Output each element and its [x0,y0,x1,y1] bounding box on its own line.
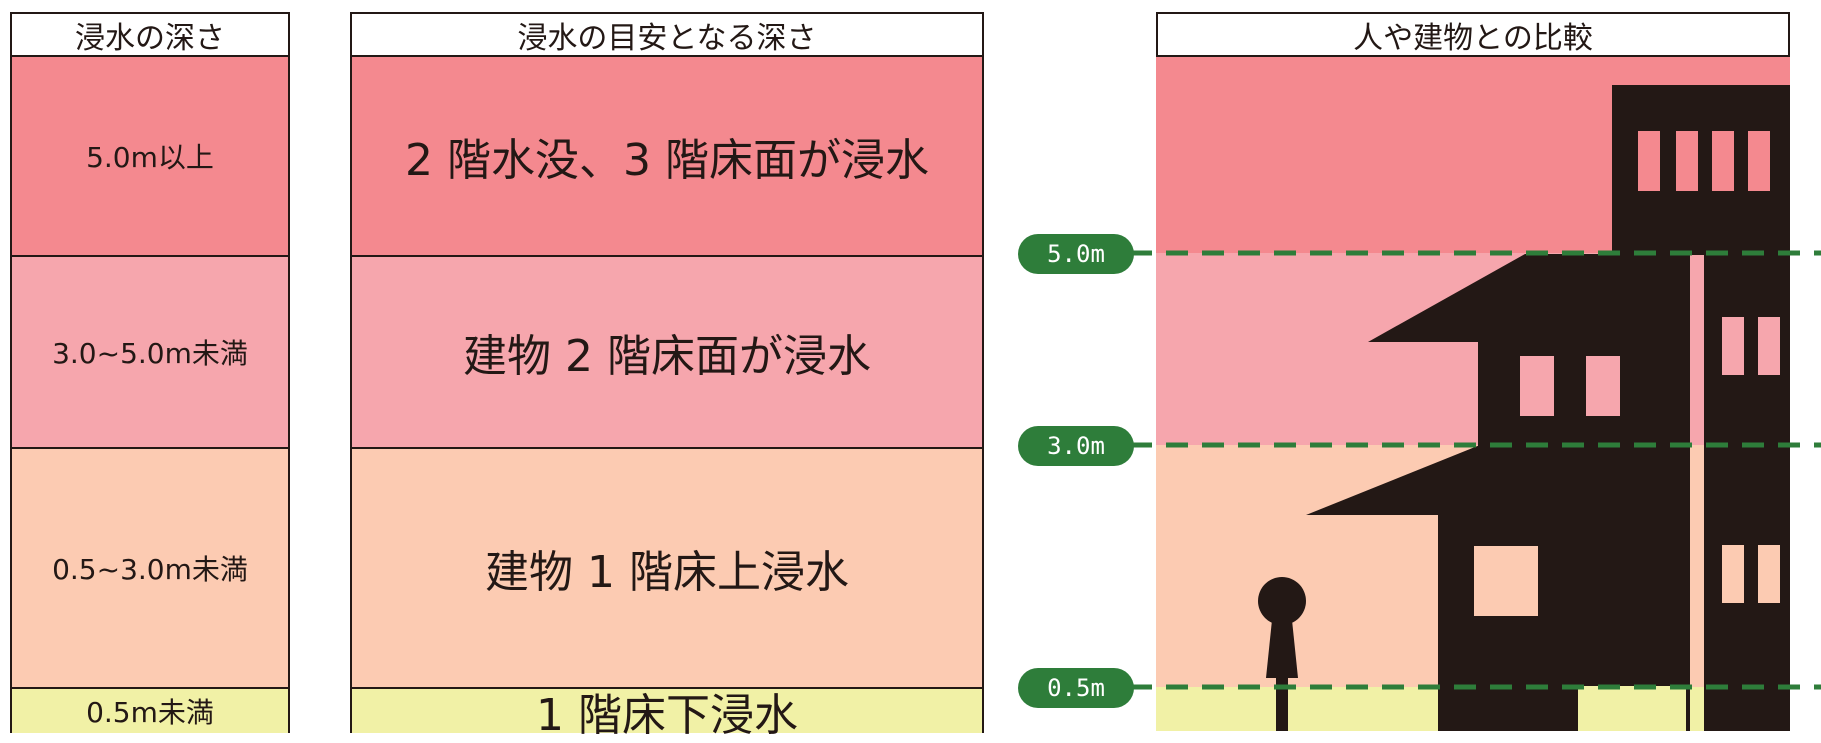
depth-marker-3m: 3.0m [1018,426,1134,466]
depth-column-header: 浸水の深さ [10,12,290,57]
tall-building-windows-icon [1638,131,1770,191]
depth-marker-05m-label: 0.5m [1047,674,1105,702]
depth-marker-lines [1130,250,1821,690]
depth-marker-05m: 0.5m [1018,668,1134,708]
person-icon [1258,577,1306,731]
guide-column: 浸水の目安となる深さ 2 階水没、3 階床面が浸水 建物 2 階床面が浸水 建物… [350,12,984,741]
depth-marker-5m: 5.0m [1018,234,1134,274]
house-windows-icon [1474,356,1686,731]
depth-band-under-05m: 0.5m未満 [10,689,290,733]
depth-band-5m-plus: 5.0m以上 [10,57,290,257]
depth-band-05-3m: 0.5~3.0m未満 [10,449,290,689]
depth-band-3-5m: 3.0~5.0m未満 [10,257,290,449]
depth-marker-5m-label: 5.0m [1047,240,1105,268]
compare-column: 人や建物との比較 [1156,12,1790,57]
depth-marker-3m-label: 3.0m [1047,432,1105,460]
compare-column-header: 人や建物との比較 [1156,12,1790,57]
guide-band-floor2-flooded: 建物 2 階床面が浸水 [350,257,984,449]
guide-column-header: 浸水の目安となる深さ [350,12,984,57]
guide-band-floor2-submerged: 2 階水没、3 階床面が浸水 [350,57,984,257]
guide-band-floor1-above: 建物 1 階床上浸水 [350,449,984,689]
compare-band-3-5m [1156,253,1790,445]
depth-column: 浸水の深さ 5.0m以上 3.0~5.0m未満 0.5~3.0m未満 0.5m未… [10,12,290,733]
